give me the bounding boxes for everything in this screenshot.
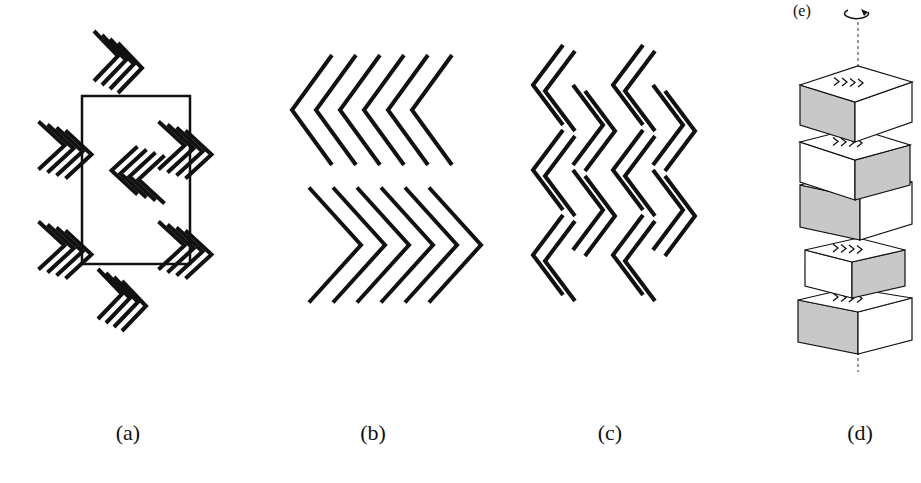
panel-label: (c) [598,420,622,446]
bent-molecule [842,78,847,86]
bent-molecule [833,244,838,252]
arrow-head [861,9,868,16]
layer-block [805,238,905,298]
layer-stack [798,9,912,372]
bent-molecule [834,78,839,86]
bent-molecule [850,79,855,87]
bent-molecule [66,131,92,179]
bent-molecule [405,188,457,303]
bent-molecule [292,55,332,165]
bent-molecule [585,176,615,256]
bent-molecule [585,91,615,171]
bent-molecule [66,231,92,279]
bent-molecule [858,79,863,87]
panel-label: (d) [847,420,873,446]
inset-label: (e) [793,2,811,20]
bent-molecule [857,246,862,254]
bent-molecule [833,138,838,146]
bent-molecule [340,55,380,165]
bent-molecule [381,188,433,303]
bent-molecule [412,55,452,165]
panel-label: (a) [116,420,140,446]
bent-molecule [545,221,575,301]
bent-molecule [333,188,385,303]
bent-molecule [118,43,142,93]
bent-molecule [665,91,695,171]
bent-molecule [357,188,409,303]
bent-molecule [665,176,695,256]
bent-molecule [364,55,404,165]
bent-molecule [841,245,846,253]
molecule-layer [39,31,696,331]
bent-molecule [122,281,146,331]
layer-block [800,66,912,142]
unit-cell [82,96,190,264]
bent-molecule [429,188,481,303]
bent-molecule [316,55,356,165]
bent-molecule [545,51,575,131]
bent-molecule [309,188,361,303]
block-face [805,238,905,262]
bent-molecule [388,55,428,165]
bent-molecule [849,245,854,253]
bent-molecule [545,136,575,216]
rotation-arrow [845,10,869,19]
bent-molecule [625,221,655,301]
bent-molecule [139,156,165,204]
bent-molecule [625,51,655,131]
bent-molecule [625,136,655,216]
panel-label: (b) [360,420,386,446]
block-face [800,66,912,102]
